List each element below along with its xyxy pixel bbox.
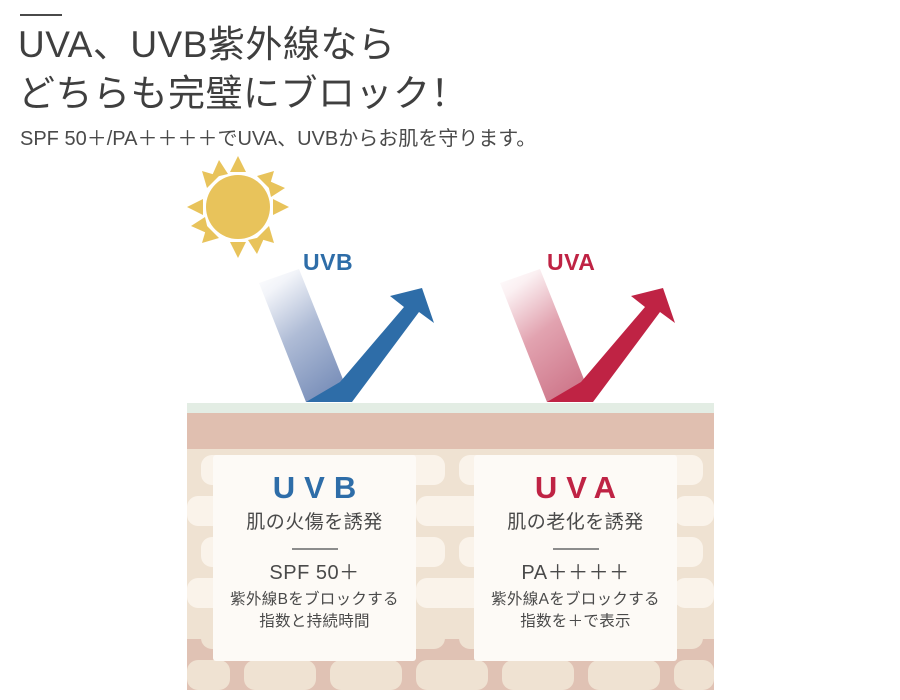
card-note-uvb: 紫外線Bをブロックする 指数と持続時間 [230, 590, 399, 631]
card-effect-uva: 肌の老化を誘発 [507, 512, 644, 534]
title-accent-rule [20, 14, 62, 16]
card-note-uva: 紫外線Aをブロックする 指数を＋で表示 [491, 590, 660, 631]
skin-cell [588, 660, 660, 690]
page-subtitle: SPF 50＋/PA＋＋＋＋でUVA、UVBからお肌を守ります。 [20, 128, 537, 150]
card-code-uvb: UVB [272, 470, 366, 505]
uvb-reflected-arrow [306, 288, 434, 402]
skin-layer-surface [187, 403, 714, 413]
card-index-uvb: SPF 50＋ [269, 561, 360, 584]
skin-cell [416, 660, 488, 690]
skin-cell [502, 660, 574, 690]
skin-cell [674, 578, 714, 608]
skin-cell [187, 660, 230, 690]
ray-label-uva: UVA [547, 249, 596, 275]
info-card-uvb: UVB 肌の火傷を誘発 SPF 50＋ 紫外線Bをブロックする 指数と持続時間 [213, 455, 416, 661]
skin-cell [244, 660, 316, 690]
page-title: UVA、UVB紫外線なら どちらも完璧にブロック！ [18, 24, 468, 115]
info-card-uva: UVA 肌の老化を誘発 PA＋＋＋＋ 紫外線Aをブロックする 指数を＋で表示 [474, 455, 677, 661]
uva-reflected-arrow [547, 288, 675, 402]
skin-cell [674, 496, 714, 526]
card-divider-uvb [291, 547, 338, 550]
ray-label-uvb: UVB [303, 249, 354, 275]
uvb-incoming-beam [259, 269, 352, 402]
card-code-uva: UVA [534, 470, 626, 505]
skin-cell [330, 660, 402, 690]
card-divider-uva [552, 547, 599, 550]
card-effect-uvb: 肌の火傷を誘発 [246, 512, 383, 534]
card-index-uva: PA＋＋＋＋ [521, 561, 630, 584]
skin-layer-epidermis [187, 413, 714, 449]
skin-cell [674, 660, 714, 690]
uva-incoming-beam [500, 269, 593, 402]
sun-icon [187, 156, 289, 258]
